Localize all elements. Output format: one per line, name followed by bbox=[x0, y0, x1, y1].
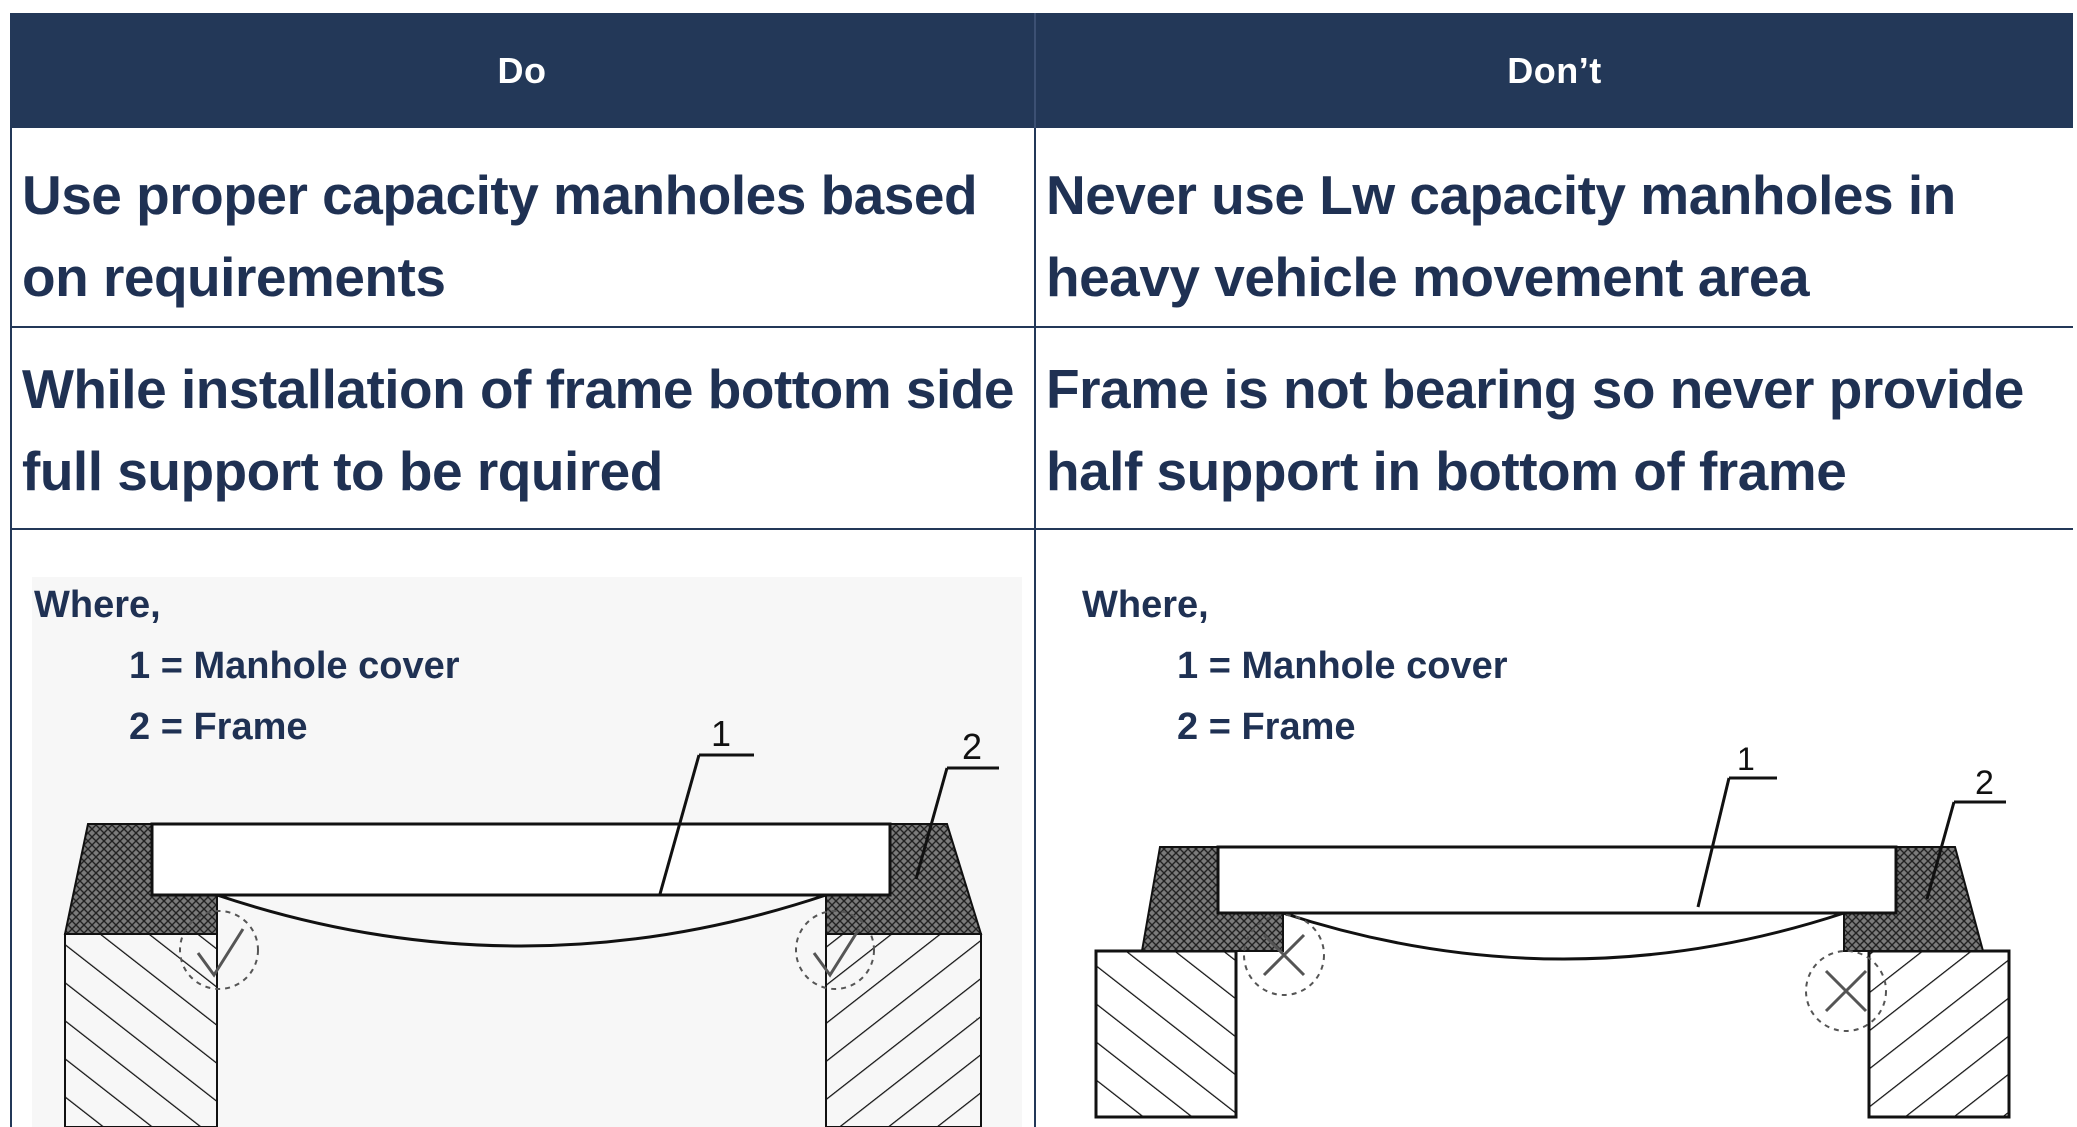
table-header: Do Don’t bbox=[10, 13, 2073, 128]
callout-2-label: 2 bbox=[1975, 764, 1994, 802]
dont-figure-cell: 1 2 Where, 1 = Manhole cover 2 = Frame bbox=[1036, 530, 2073, 1127]
do-cell: While installation of frame bottom side … bbox=[10, 328, 1036, 528]
left-support bbox=[1094, 949, 1238, 1119]
table-row: While installation of frame bottom side … bbox=[10, 328, 2073, 530]
do-figure-cell: 1 2 Where, 1 = Manhole cover 2 = Frame bbox=[10, 530, 1036, 1127]
manhole-cover bbox=[1216, 845, 1898, 915]
right-support bbox=[825, 933, 982, 1127]
callout-1-leader bbox=[658, 754, 701, 895]
dont-column-header: Don’t bbox=[1507, 49, 1602, 91]
legend-item-frame: 2 = Frame bbox=[129, 706, 308, 748]
callout-1-label: 1 bbox=[711, 713, 731, 754]
left-support bbox=[64, 933, 218, 1127]
callout-1-leader bbox=[1696, 777, 1731, 908]
callout-2-label: 2 bbox=[962, 726, 982, 767]
right-support bbox=[1867, 949, 2011, 1119]
do-manhole-diagram: 1 2 bbox=[32, 577, 1022, 1127]
callout-2-leader bbox=[1925, 801, 1956, 900]
legend-item-cover: 1 = Manhole cover bbox=[1177, 645, 1508, 687]
callout-1-label: 1 bbox=[1737, 741, 1755, 777]
legend-item-frame: 2 = Frame bbox=[1177, 706, 1356, 748]
do-figure-legend: Where, 1 = Manhole cover 2 = Frame bbox=[34, 575, 460, 758]
do-cell: Use proper capacity manholes based on re… bbox=[10, 128, 1036, 326]
dont-cell: Never use Lw capacity manholes in heavy … bbox=[1046, 164, 1956, 308]
legend-where: Where, bbox=[34, 584, 161, 626]
dont-figure-legend: Where, 1 = Manhole cover 2 = Frame bbox=[1082, 575, 1508, 758]
figure-row: 1 2 Where, 1 = Manhole cover 2 = Frame bbox=[10, 530, 2073, 1127]
callout-2-leader bbox=[914, 767, 949, 880]
legend-item-cover: 1 = Manhole cover bbox=[129, 645, 460, 687]
check-mark-icon bbox=[795, 910, 875, 990]
table-row: Use proper capacity manholes based on re… bbox=[10, 128, 2073, 328]
dont-manhole-diagram: 1 2 bbox=[1094, 741, 2011, 1119]
cover-deflection bbox=[1282, 911, 1845, 961]
do-dont-table: Do Don’t Use proper capacity manholes ba… bbox=[10, 13, 2073, 1127]
check-mark-icon bbox=[179, 910, 259, 990]
dont-cell: Frame is not bearing so never provide ha… bbox=[1046, 358, 2024, 502]
legend-where: Where, bbox=[1082, 584, 1209, 626]
do-column-header: Do bbox=[10, 13, 1036, 128]
cover-deflection bbox=[216, 893, 827, 948]
manhole-cover bbox=[150, 822, 892, 897]
cross-mark-icon bbox=[1805, 950, 1887, 1032]
cross-mark-icon bbox=[1243, 914, 1325, 996]
